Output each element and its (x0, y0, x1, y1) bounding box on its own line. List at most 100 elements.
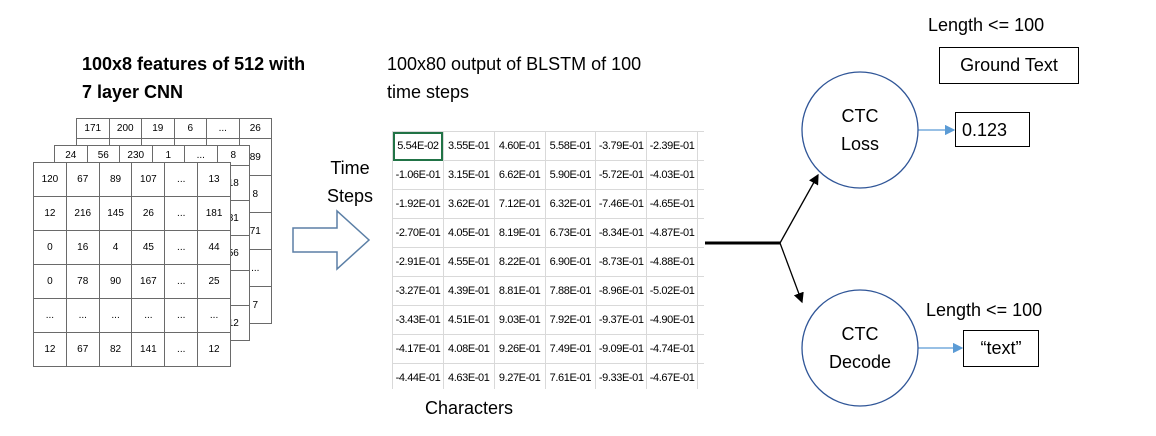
cnn-title-line1: 100x8 features of 512 with (82, 54, 306, 74)
blstm-cell: -1.06E-01 (392, 160, 444, 190)
blstm-cell: -8.34E-01 (595, 218, 648, 248)
blstm-cell: -9.09E-01 (595, 334, 648, 364)
blstm-cell: -3.27E-01 (392, 276, 444, 306)
feature-cell: 141 (131, 332, 166, 367)
blstm-title-line1: 100x80 output of BLSTM of 100 (387, 54, 642, 74)
blstm-cell: 4.51E-01 (442, 305, 495, 335)
blstm-cell: -4.67E-01 (646, 363, 699, 389)
ctc-decode-length-label: Length <= 100 (926, 300, 1043, 320)
blstm-cell: 6.90E-01 (544, 247, 597, 277)
blstm-cell: -3.43E-01 (392, 305, 444, 335)
blstm-characters-label: Characters (425, 398, 514, 418)
time-steps-arrow (292, 209, 371, 271)
feature-cell: 107 (131, 162, 166, 197)
blstm-cell: -2.39E-01 (646, 131, 699, 161)
blstm-cell: -4.03E-01 (646, 160, 699, 190)
feature-cell: 26 (131, 196, 166, 231)
blstm-cell: -4.17E-01 (392, 334, 444, 364)
feature-cell: 4 (98, 230, 133, 265)
blstm-cell: -8.96E-01 (595, 276, 648, 306)
cnn-stack-fade (30, 376, 280, 406)
blstm-cell: 4.05E-01 (442, 218, 495, 248)
blstm-cell: 8.81E-01 (493, 276, 546, 306)
ctc-loss-line1: CTC (841, 106, 879, 126)
blstm-cell: -5.02E-01 (646, 276, 699, 306)
feature-cell: ... (164, 196, 199, 231)
blstm-cell: -4.44E-01 (392, 363, 444, 389)
feature-cell: ... (164, 162, 199, 197)
feature-cell: 25 (197, 264, 231, 299)
feature-cell: ... (33, 298, 67, 333)
feature-cell: 90 (98, 264, 133, 299)
blstm-cell: -5.72E-01 (595, 160, 648, 190)
blstm-cell: -8.73E-01 (595, 247, 648, 277)
feature-cell: 82 (98, 332, 133, 367)
blstm-cell: -9.33E-01 (595, 363, 648, 389)
ctc-decode-output-box: “text” (963, 330, 1039, 367)
feature-cell: 12 (197, 332, 231, 367)
blstm-cell: -1.92E-01 (392, 189, 444, 219)
blstm-cell: -4.74E-01 (646, 334, 699, 364)
feature-cell: 67 (65, 332, 100, 367)
blstm-cell: 4.60E-01 (493, 131, 546, 161)
blstm-cell: 6.62E-01 (493, 160, 546, 190)
blstm-cell: -7.46E-01 (595, 189, 648, 219)
blstm-cell-truncated (697, 363, 704, 389)
feature-cell: 44 (197, 230, 231, 265)
feature-cell: 145 (98, 196, 133, 231)
blstm-cell: -2.70E-01 (392, 218, 444, 248)
feature-cell: 120 (33, 162, 67, 197)
blstm-cell: -4.87E-01 (646, 218, 699, 248)
feature-cell: 216 (65, 196, 100, 231)
blstm-cell: 5.90E-01 (544, 160, 597, 190)
ctc-loss-line2: Loss (840, 134, 880, 154)
feature-cell: 12 (33, 196, 67, 231)
arrow-label-line2: Steps (326, 186, 374, 206)
blstm-cell: 6.73E-01 (544, 218, 597, 248)
blstm-cell: -4.90E-01 (646, 305, 699, 335)
blstm-cell: 7.12E-01 (493, 189, 546, 219)
blstm-cell: 7.92E-01 (544, 305, 597, 335)
cnn-title-line2: 7 layer CNN (82, 82, 184, 102)
arrow-to-ctc-loss (779, 173, 819, 244)
blstm-cell: -9.37E-01 (595, 305, 648, 335)
feature-cell: ... (164, 332, 199, 367)
ctc-loss-length-label: Length <= 100 (928, 15, 1045, 35)
blstm-cell: 4.08E-01 (442, 334, 495, 364)
ground-text-box: Ground Text (939, 47, 1079, 84)
blstm-title-line2: time steps (387, 82, 470, 102)
feature-cell: 0 (33, 230, 67, 265)
blstm-cell: 9.26E-01 (493, 334, 546, 364)
blstm-cell: -4.88E-01 (646, 247, 699, 277)
feature-cell: 13 (197, 162, 231, 197)
blstm-cell: 7.61E-01 (544, 363, 597, 389)
feature-cell: 8 (216, 145, 250, 166)
ctc-decode-circle (801, 289, 919, 407)
blstm-cell: 4.39E-01 (442, 276, 495, 306)
feature-cell: 181 (197, 196, 231, 231)
ctc-decode-line1: CTC (841, 324, 879, 344)
arrow-label-line1: Time (330, 158, 370, 178)
ctc-loss-value-box: 0.123 (955, 112, 1030, 147)
blstm-cell: 5.58E-01 (544, 131, 597, 161)
feature-cell: 16 (65, 230, 100, 265)
feature-cell: 12 (33, 332, 67, 367)
feature-cell: 67 (65, 162, 100, 197)
ctc-loss-circle (801, 71, 919, 189)
feature-cell: ... (98, 298, 133, 333)
ctc-decode-line2: Decode (828, 352, 892, 372)
blstm-cell: 4.63E-01 (442, 363, 495, 389)
arrow-to-ctc-decode (779, 242, 804, 304)
